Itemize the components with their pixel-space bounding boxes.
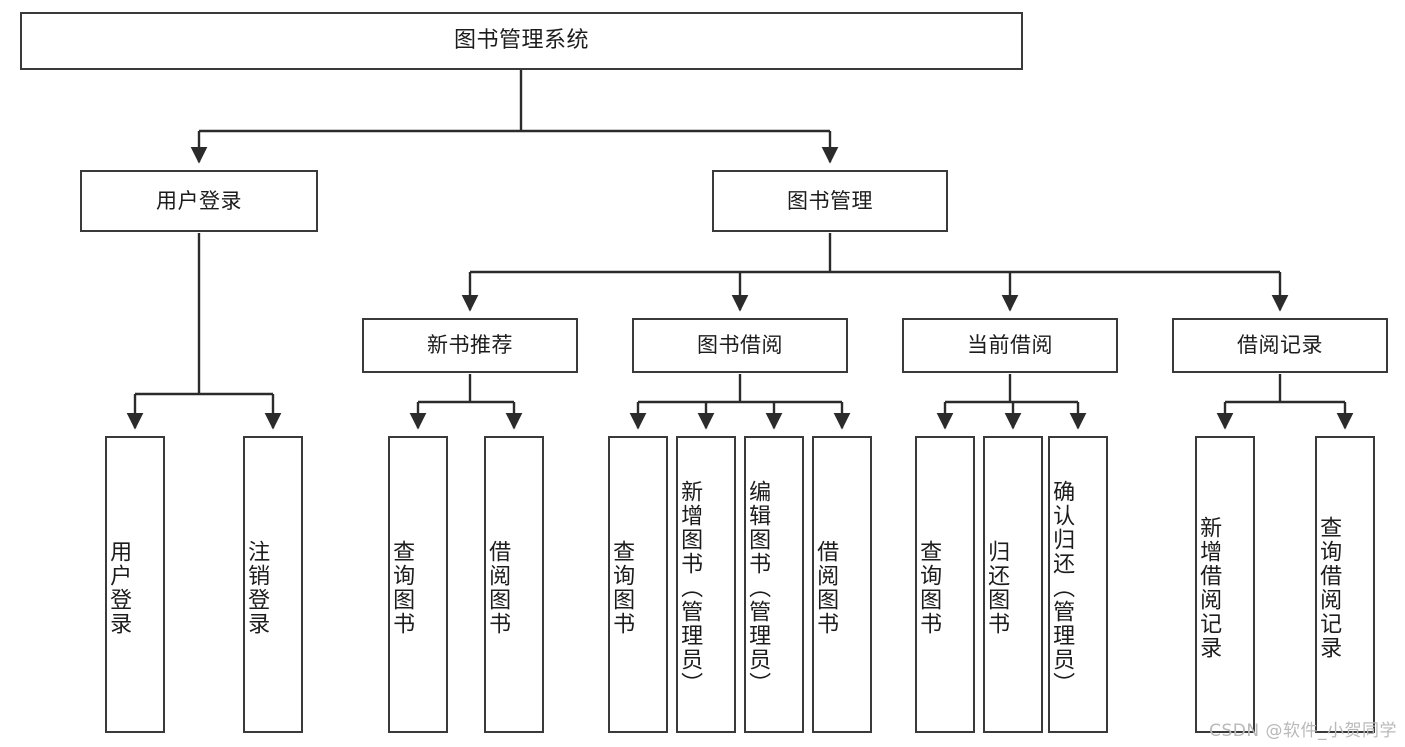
node-book-borrow-label: 图书借阅 — [697, 333, 783, 358]
node-book-manage-label: 图书管理 — [787, 188, 873, 213]
node-leaf-query-record-label: 查询借阅记录 — [1316, 515, 1342, 660]
node-user-login[interactable]: 用户登录 — [80, 170, 318, 232]
node-leaf-query-book-1-label: 查询图书 — [389, 539, 415, 636]
node-leaf-confirm-return[interactable]: 确认归还（管理员） — [1048, 436, 1108, 733]
node-root-system-label: 图书管理系统 — [453, 28, 589, 54]
node-borrow-record[interactable]: 借阅记录 — [1172, 318, 1388, 373]
node-leaf-borrow-book-2[interactable]: 借阅图书 — [812, 436, 872, 733]
node-leaf-query-record[interactable]: 查询借阅记录 — [1315, 436, 1375, 733]
node-book-borrow[interactable]: 图书借阅 — [632, 318, 848, 373]
node-current-borrow[interactable]: 当前借阅 — [902, 318, 1118, 373]
node-leaf-add-record-label: 新增借阅记录 — [1196, 515, 1222, 660]
node-leaf-logout[interactable]: 注销登录 — [243, 436, 303, 733]
node-leaf-logout-label: 注销登录 — [244, 539, 270, 636]
node-leaf-borrow-book-2-label: 借阅图书 — [813, 539, 839, 636]
node-leaf-add-record[interactable]: 新增借阅记录 — [1195, 436, 1255, 733]
node-root-system[interactable]: 图书管理系统 — [20, 12, 1023, 70]
node-book-manage[interactable]: 图书管理 — [712, 170, 948, 232]
node-leaf-return-book-label: 归还图书 — [984, 539, 1010, 636]
node-borrow-record-label: 借阅记录 — [1237, 333, 1323, 358]
node-leaf-query-book-1[interactable]: 查询图书 — [388, 436, 448, 733]
node-new-book-recommend[interactable]: 新书推荐 — [362, 318, 578, 373]
node-leaf-query-book-2[interactable]: 查询图书 — [608, 436, 668, 733]
node-leaf-user-login[interactable]: 用户登录 — [105, 436, 165, 733]
node-leaf-confirm-return-label: 确认归还（管理员） — [1049, 479, 1075, 696]
node-current-borrow-label: 当前借阅 — [967, 333, 1053, 358]
node-leaf-edit-book[interactable]: 编辑图书（管理员） — [744, 436, 804, 733]
node-leaf-user-login-label: 用户登录 — [106, 539, 132, 636]
node-leaf-add-book[interactable]: 新增图书（管理员） — [676, 436, 736, 733]
node-leaf-borrow-book-1-label: 借阅图书 — [485, 539, 511, 636]
node-leaf-query-book-2-label: 查询图书 — [609, 539, 635, 636]
node-leaf-query-book-3-label: 查询图书 — [916, 539, 942, 636]
node-leaf-query-book-3[interactable]: 查询图书 — [915, 436, 975, 733]
node-leaf-add-book-label: 新增图书（管理员） — [677, 479, 703, 696]
node-leaf-edit-book-label: 编辑图书（管理员） — [745, 479, 771, 696]
node-leaf-borrow-book-1[interactable]: 借阅图书 — [484, 436, 544, 733]
node-new-book-recommend-label: 新书推荐 — [427, 333, 513, 358]
node-user-login-label: 用户登录 — [156, 188, 242, 213]
csdn-watermark: CSDN @软件_小贺同学 — [1209, 721, 1397, 741]
node-leaf-return-book[interactable]: 归还图书 — [983, 436, 1043, 733]
